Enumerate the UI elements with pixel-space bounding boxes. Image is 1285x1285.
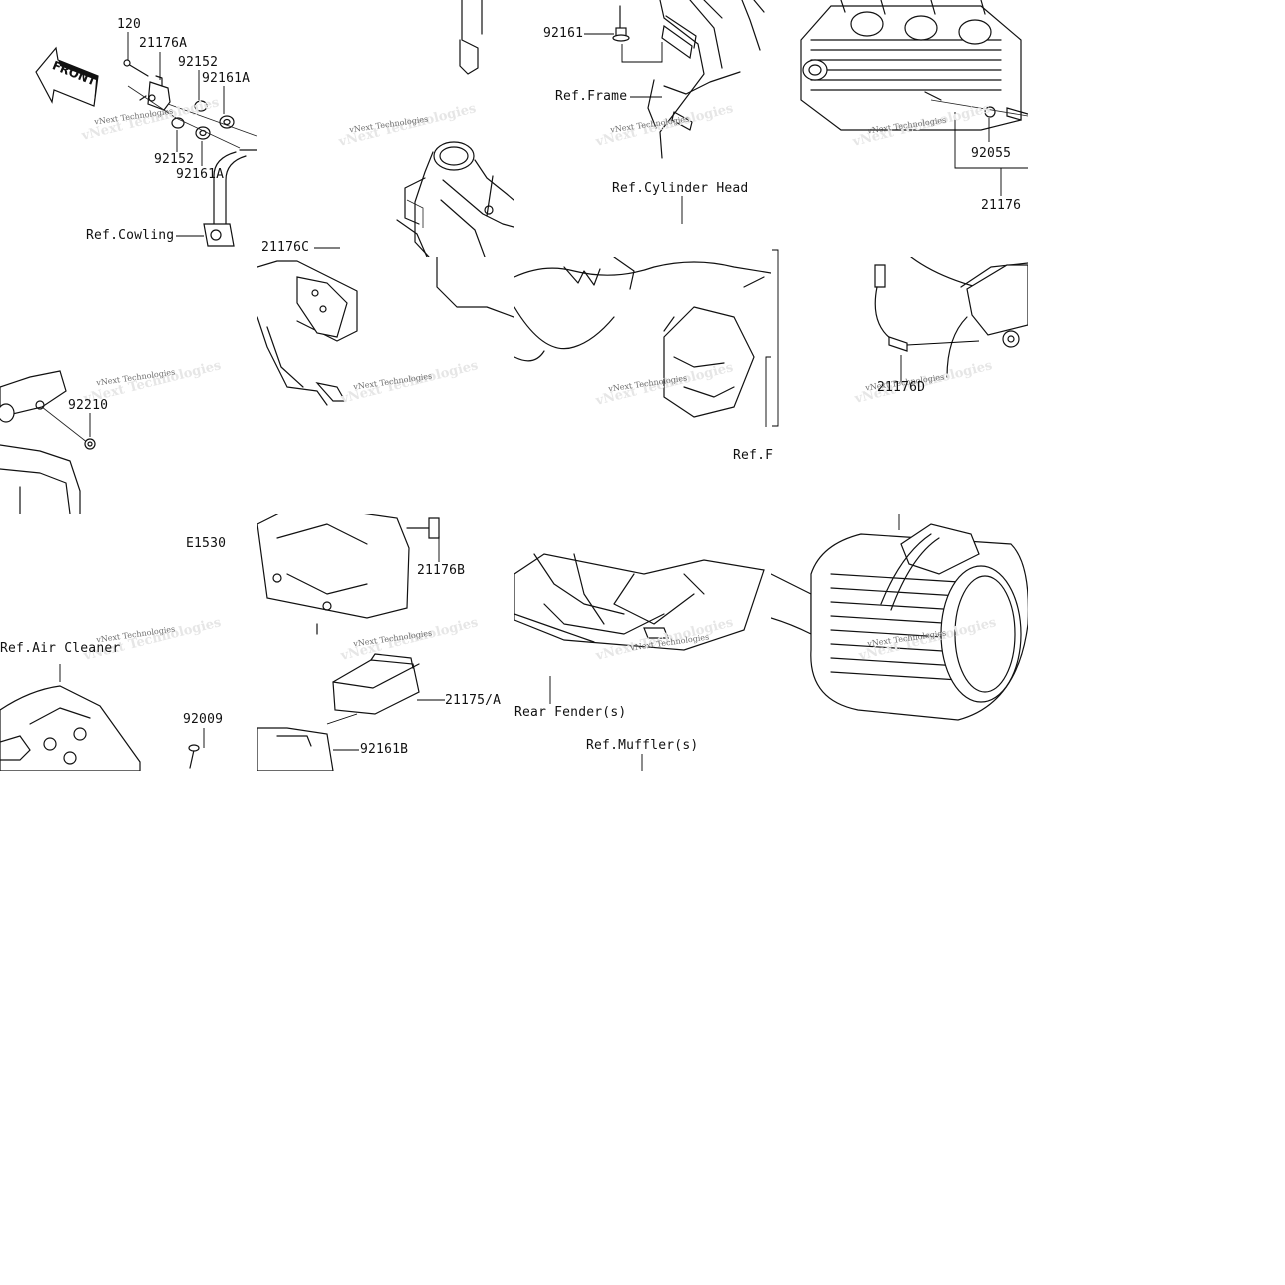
front-arrow-icon: [35, 46, 99, 107]
callout-21176: 21176: [981, 198, 1022, 213]
callout-ref-cowling: Ref.Cowling: [86, 228, 175, 243]
sensor-21176A-part: [139, 75, 171, 111]
tile-cylinder-head: vNext Technologies vNext Technologies 92…: [771, 0, 1028, 257]
tile-21176C: vNext Technologies vNext Technologies: [257, 257, 514, 514]
grommet-parts: [171, 100, 235, 140]
callout-21176A: 21176A: [139, 36, 188, 51]
callout-92161B: 92161B: [360, 742, 409, 757]
frame-neck-drawing: [396, 0, 514, 257]
tile-air-cleaner: vNext Technologies vNext Technologies E1…: [0, 514, 257, 771]
ecu-drawing: [257, 514, 445, 771]
callout-e1530: E1530: [186, 536, 227, 551]
callout-92152-bottom: 92152: [154, 152, 195, 167]
tile-blank: [1028, 514, 1285, 771]
callout-ref-cylinder-head: Ref.Cylinder Head: [612, 181, 749, 196]
callout-92161A-top: 92161A: [202, 71, 251, 86]
callout-120: 120: [117, 17, 142, 32]
tile-21176D: vNext Technologies vNext Technologies 21…: [771, 257, 1028, 514]
ecu-21175A-part: [332, 653, 420, 715]
callout-21176B: 21176B: [417, 563, 466, 578]
callout-92161A-bottom: 92161A: [176, 167, 225, 182]
callout-rear-fender: Rear Fender(s): [514, 705, 627, 720]
callout-92210: 92210: [68, 398, 109, 413]
cylinder-head-drawing: [800, 0, 1028, 196]
tile-muffler: vNext Technologies vNext Technologies: [771, 514, 1028, 771]
tray-92161B-part: [257, 727, 334, 771]
callout-92152-top: 92152: [178, 55, 219, 70]
callout-92055: 92055: [971, 146, 1012, 161]
callout-21175A: 21175/A: [445, 693, 502, 708]
bolt-120-part: [123, 59, 149, 77]
tile-sensor-bracket: vNext Technologies vNext Technologies 12…: [0, 0, 257, 257]
nut-92210-part: [84, 438, 96, 450]
cowling-bracket-part: [203, 149, 257, 247]
sensor-21176D-part: [874, 264, 908, 352]
tile-ecu: vNext Technologies vNext Technologies 21…: [257, 514, 514, 771]
air-cleaner-drawing: [0, 664, 205, 771]
tile-rear-fender: vNext Technologies vNext Technologies Re…: [514, 514, 771, 771]
callout-92161: 92161: [543, 26, 584, 41]
tile-blank: [1028, 257, 1285, 514]
tile-frame-bracket: vNext Technologies vNext Technologies 92…: [514, 0, 771, 257]
sensor-21176D-drawing: [874, 257, 1028, 383]
tile-blank: [1028, 0, 1285, 257]
callout-21176C: 21176C: [261, 240, 310, 255]
callout-ref-frame: Ref.Frame: [555, 89, 628, 104]
tile-frame-neck: vNext Technologies vNext Technologies: [257, 0, 514, 257]
callout-ref-f-partial: Ref.F: [733, 448, 774, 463]
bolt-92161-part: [612, 5, 630, 42]
callout-92009: 92009: [183, 712, 224, 727]
tile-92210: vNext Technologies vNext Technologies 92…: [0, 257, 257, 514]
bolt-92009-part: [188, 744, 200, 769]
muffler-part: [810, 533, 1028, 721]
rear-fender-drawing: [514, 553, 765, 704]
callout-ref-air-cleaner: Ref.Air Cleaner: [0, 641, 121, 656]
tile-lower-cowl: vNext Technologies vNext Technologies: [514, 257, 771, 514]
sensor-21176C-drawing: [257, 257, 514, 406]
callout-21176D: 21176D: [877, 380, 926, 395]
muffler-drawing: [771, 514, 1028, 721]
callout-ref-mufflers: Ref.Muffler(s): [586, 738, 699, 753]
frame-bracket-drawing: [584, 0, 765, 159]
lower-cowl-drawing: [514, 257, 771, 427]
sensor-21176B-part: [406, 517, 440, 539]
sensor-bracket-drawing: [35, 32, 257, 247]
muffler-bracket-part: [880, 523, 980, 611]
nut-92210-drawing: [0, 370, 96, 514]
